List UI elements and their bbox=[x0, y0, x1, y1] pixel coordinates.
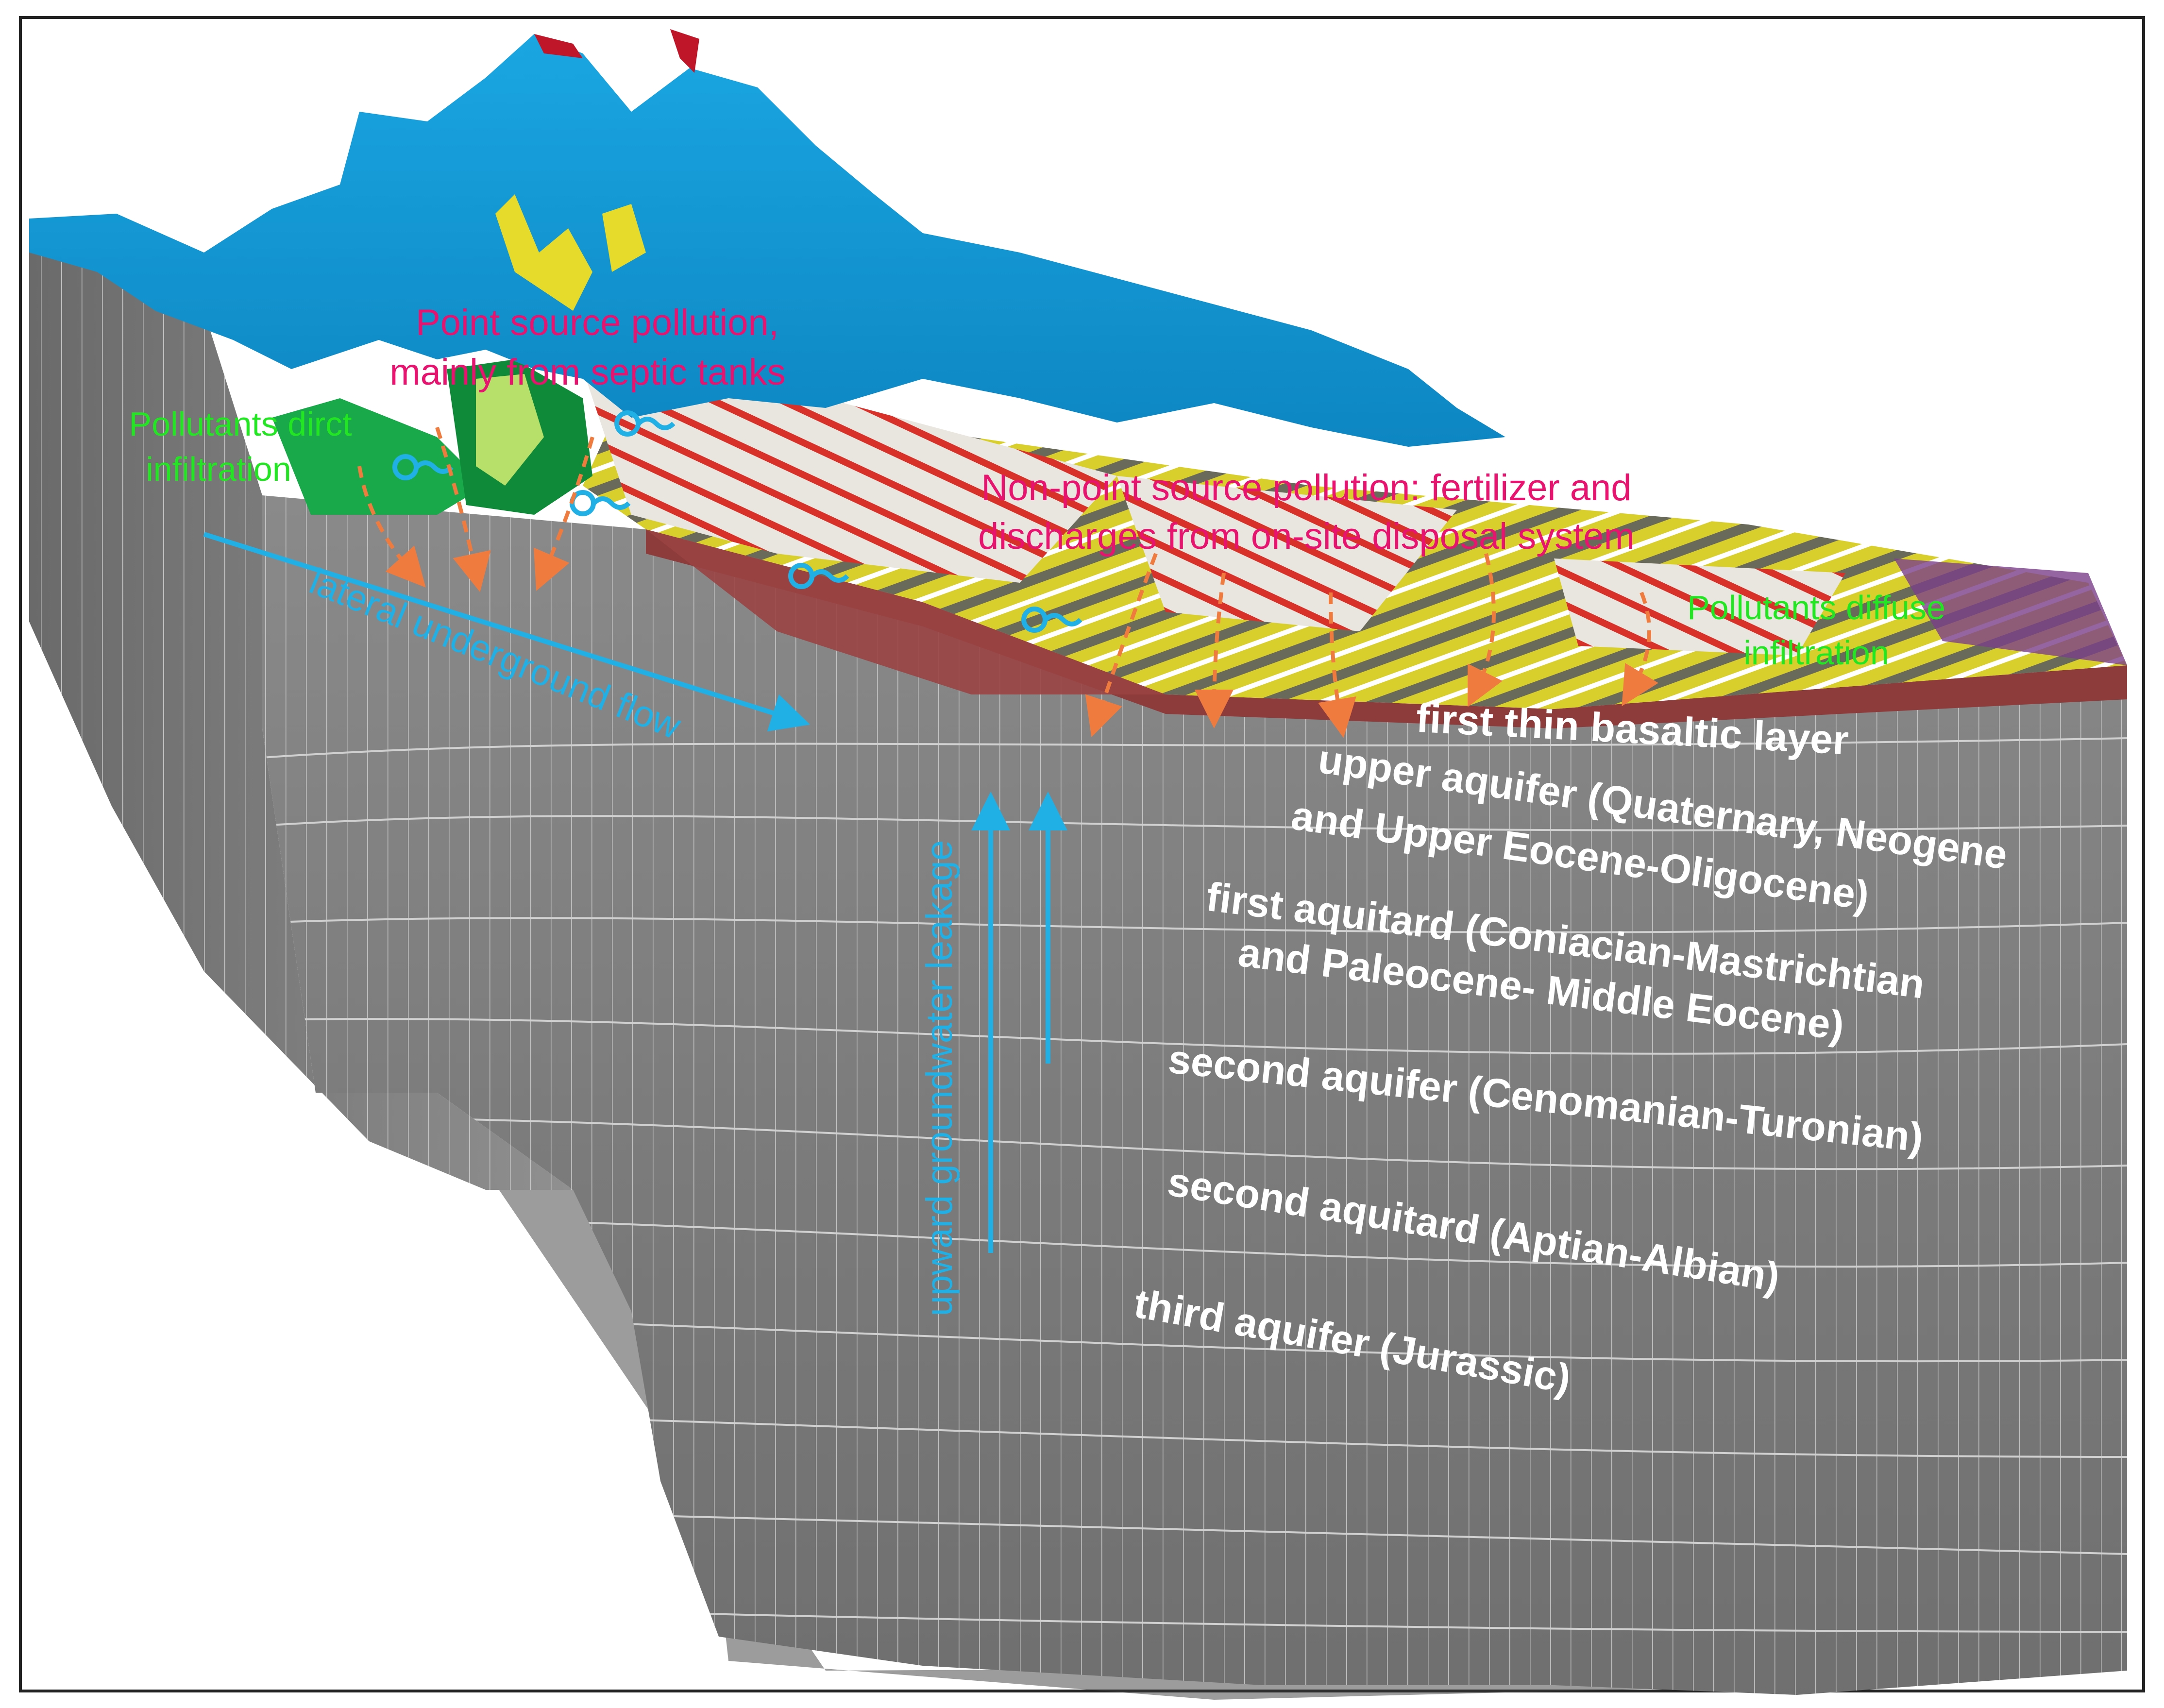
dashed-arrow-icon bbox=[357, 466, 426, 588]
infiltration-arrows bbox=[357, 426, 1658, 738]
dashed-arrow-icon bbox=[1195, 573, 1234, 728]
point-source-label-2: mainly from septic tanks bbox=[389, 352, 785, 393]
dashed-arrow-icon bbox=[435, 426, 491, 592]
dashed-arrow-icon bbox=[1085, 553, 1158, 737]
dashed-arrow-icon bbox=[1468, 553, 1503, 707]
upward-leakage-label: upward groundwater leakage bbox=[919, 840, 960, 1316]
surface-yellow-peak bbox=[495, 194, 592, 311]
well-symbol-icon bbox=[392, 454, 454, 480]
direct-infiltration-label-2: infiltration bbox=[146, 450, 291, 488]
diffuse-infiltration-label-1: Pollutants diffuse bbox=[1687, 589, 1945, 626]
dashed-arrow-icon bbox=[533, 436, 594, 591]
direct-infiltration-label-1: Pollutants dirct bbox=[129, 405, 352, 443]
dashed-arrow-icon bbox=[1622, 592, 1658, 707]
non-point-label-2: discharges from on-site disposal system bbox=[978, 516, 1635, 557]
diffuse-infiltration-label-2: infiltration bbox=[1743, 634, 1889, 672]
surface-blue-terrain bbox=[29, 34, 1505, 447]
surface-green-formation bbox=[272, 398, 486, 515]
non-point-label-1: Non-point source pollution: fertilizer a… bbox=[981, 467, 1631, 508]
dashed-arrow-icon bbox=[1318, 592, 1356, 738]
lateral-flow-arrow bbox=[203, 532, 811, 732]
well-symbol-icon bbox=[1021, 607, 1082, 633]
point-source-label-1: Point source pollution, bbox=[416, 302, 779, 343]
well-symbol-icon bbox=[614, 410, 676, 437]
well-symbol-icon bbox=[788, 563, 849, 589]
